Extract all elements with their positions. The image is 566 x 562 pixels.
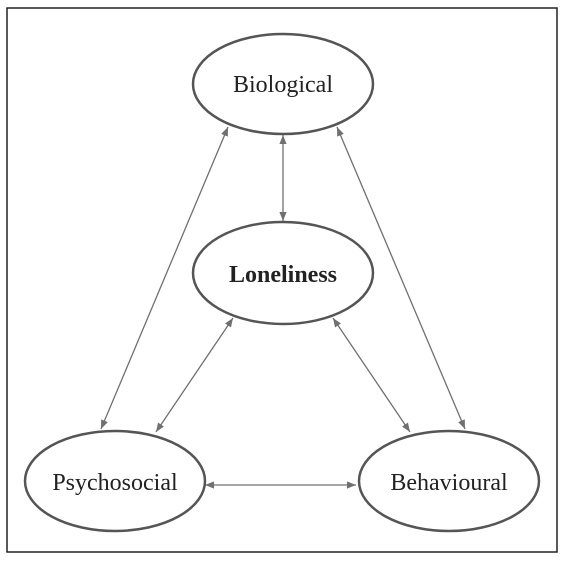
- edge-biological-psychosocial: [100, 126, 229, 430]
- edge-loneliness-psychosocial: [155, 317, 234, 433]
- edge-loneliness-behavioural: [332, 317, 411, 433]
- node-psychosocial: Psychosocial: [23, 429, 207, 533]
- node-biological: Biological: [191, 32, 375, 136]
- edge-biological-behavioural: [336, 126, 466, 430]
- node-loneliness-label: Loneliness: [229, 262, 337, 288]
- node-biological-label: Biological: [233, 72, 333, 98]
- node-loneliness: Loneliness: [191, 220, 375, 326]
- node-behavioural-label: Behavioural: [390, 470, 508, 496]
- node-behavioural: Behavioural: [357, 429, 541, 533]
- diagram-frame: [6, 7, 558, 553]
- node-psychosocial-label: Psychosocial: [52, 470, 178, 496]
